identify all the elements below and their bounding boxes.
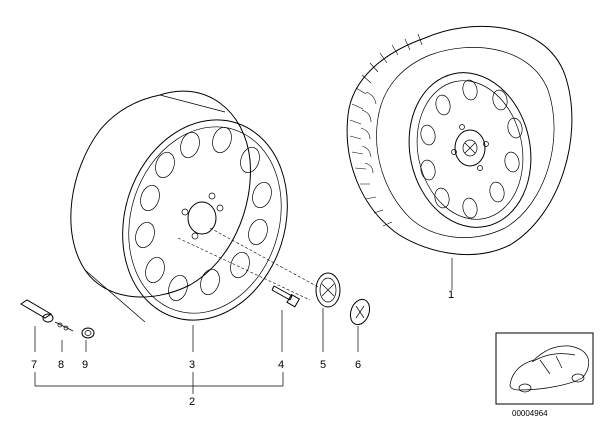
group-bracket [34,372,284,394]
rim-holes [420,79,523,219]
callout-5: 5 [320,359,326,371]
valve-stem [20,299,54,352]
hub [454,129,486,167]
valve-parts [54,321,95,352]
hub-cap [315,272,341,352]
rim-hub [187,201,217,235]
tread-pattern [349,33,423,227]
callout-9: 9 [82,359,88,371]
thumbnail-code: 00004964 [512,409,548,418]
callout-8: 8 [58,359,64,371]
rim-face [122,119,288,321]
tire-assembly [346,25,573,290]
callout-6: 6 [355,359,361,371]
emblem [349,298,371,352]
rim-outline [408,72,532,228]
thumbnail-frame [495,332,594,405]
hub-emblem [462,139,478,157]
callout-1: 1 [448,289,454,301]
wheel-bolt [271,285,301,352]
callout-labels: 1 2 3 4 5 6 7 8 9 [31,289,454,408]
callout-7: 7 [31,359,37,371]
rim-face-holes [135,126,272,302]
callout-3: 3 [189,359,195,371]
callout-4: 4 [278,359,284,371]
vehicle-thumbnail: 00004964 [495,332,594,418]
alloy-rim [70,90,321,352]
callout-2: 2 [189,396,195,408]
